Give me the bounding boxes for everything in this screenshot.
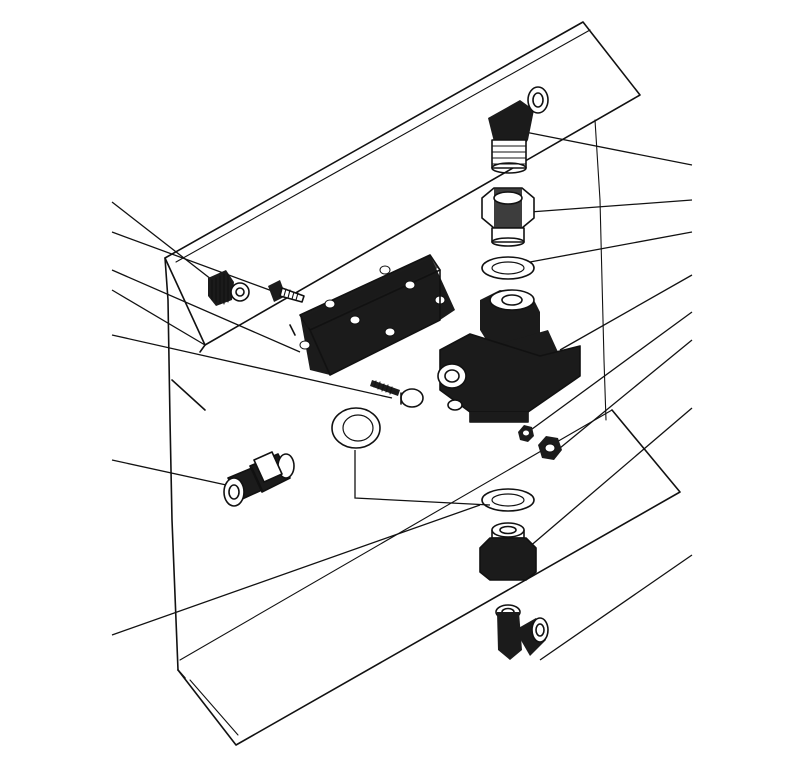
elbow-fitting-top-icon	[488, 86, 549, 174]
lock-washer-icon	[230, 282, 250, 302]
leader-bolt	[111, 334, 393, 399]
leader-valve-body	[559, 274, 693, 351]
leader-knurled-nut	[111, 201, 226, 291]
hex-nut-large-icon	[538, 436, 562, 460]
leader-screw	[111, 231, 276, 293]
leader-elbow-top	[524, 131, 693, 166]
leader-gasket-lower	[111, 504, 481, 636]
hex-nut-small-icon	[518, 425, 534, 442]
leader-adapter-lower	[527, 407, 693, 549]
bolt-icon	[370, 380, 424, 408]
leader-elbow-bottom	[539, 554, 693, 661]
washer-upper-icon	[481, 256, 535, 280]
leader-bracket-b	[111, 289, 206, 346]
leader-washer-upper	[529, 231, 693, 263]
valve-body-icon	[437, 289, 581, 423]
angle-bracket-icon	[289, 254, 455, 376]
knurled-nut-icon	[208, 270, 234, 306]
screw-icon	[268, 280, 305, 303]
leader-lines	[111, 131, 693, 661]
adapter-lower-icon	[479, 522, 537, 581]
elbow-fitting-bottom-icon	[495, 604, 549, 660]
adapter-nut-icon	[481, 187, 535, 247]
leader-hex-nut-small	[527, 311, 693, 433]
leader-bracket-a	[111, 269, 301, 353]
gasket-icon	[331, 407, 381, 449]
leader-adapter-nut	[529, 199, 693, 213]
leader-hex-nut-large	[559, 339, 693, 449]
leader-gasket	[354, 450, 491, 506]
leader-union	[111, 459, 241, 489]
washer-lower-icon	[481, 488, 535, 512]
frame-rail	[164, 21, 681, 746]
union-fitting-icon	[223, 451, 295, 507]
